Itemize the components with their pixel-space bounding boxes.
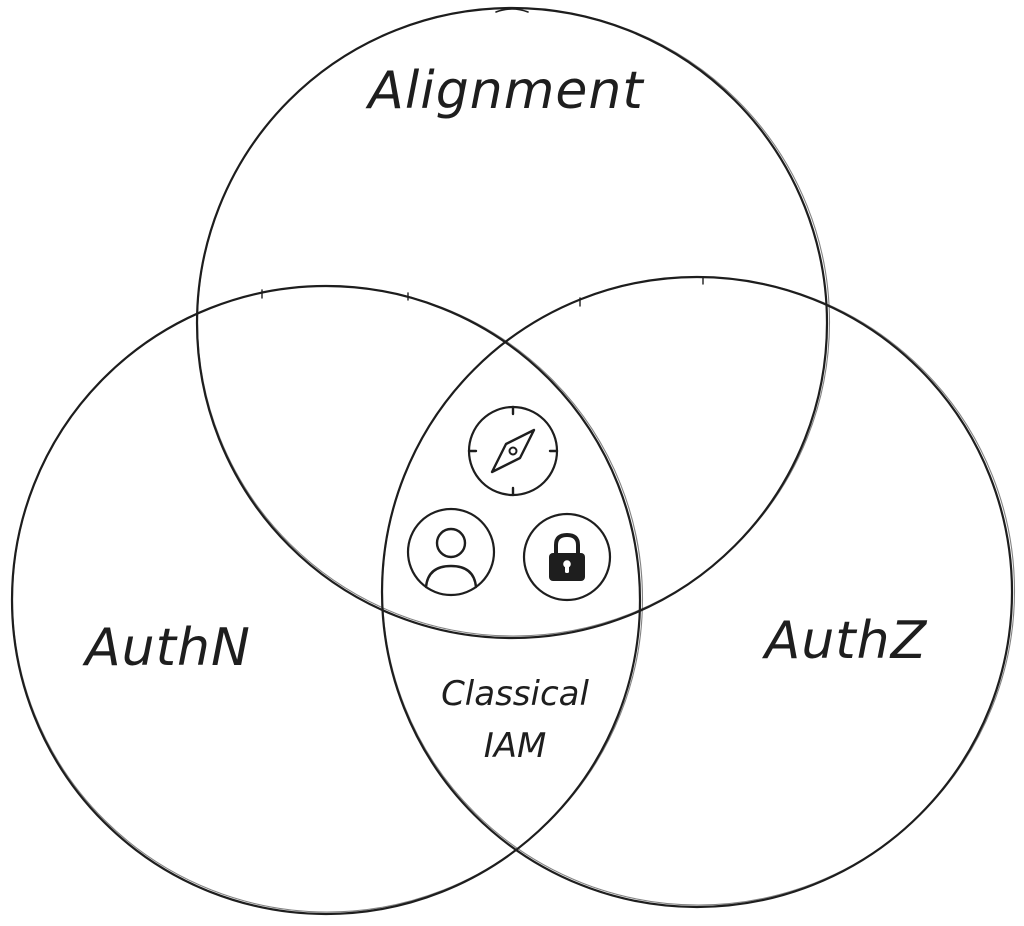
label-alignment: Alignment [365, 61, 644, 121]
circle-alignment [195, 6, 831, 640]
compass-icon [467, 405, 559, 497]
user-icon [406, 507, 496, 597]
label-iam: IAM [484, 726, 547, 766]
label-authn: AuthN [82, 618, 251, 678]
label-authz: AuthZ [762, 611, 928, 671]
circle-authz [380, 275, 1016, 909]
lock-icon [522, 512, 612, 602]
label-classical: Classical [441, 674, 589, 714]
circle-authn [10, 284, 644, 916]
